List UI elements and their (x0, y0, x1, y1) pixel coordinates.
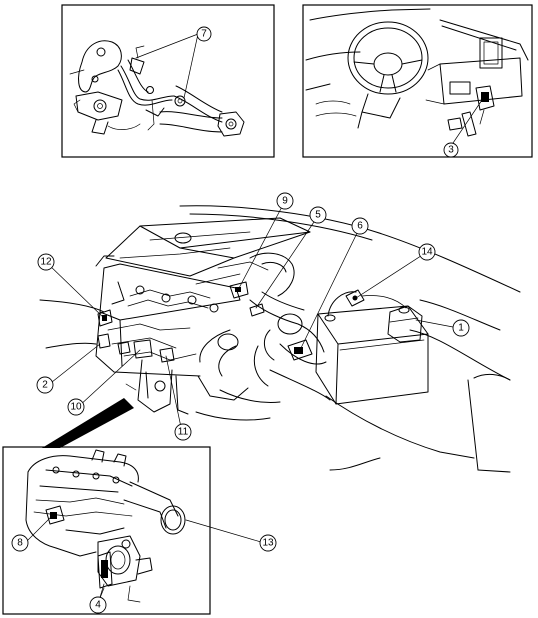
callout-label: 14 (421, 247, 433, 258)
engine-bay-drawing (39, 205, 521, 473)
callout-label: 6 (357, 221, 363, 232)
callout-label: 9 (282, 196, 288, 207)
callout-label: 12 (40, 257, 52, 268)
callout-label: 3 (448, 145, 454, 156)
callout-label: 5 (315, 210, 321, 221)
callout-label: 8 (17, 538, 23, 549)
callout-label: 4 (95, 600, 101, 611)
callout-10: 10 (67, 398, 85, 416)
callout-11: 11 (174, 423, 192, 441)
callout-2: 2 (36, 376, 54, 394)
detail-pointer-arrow (42, 398, 134, 448)
callout-label: 13 (262, 538, 274, 549)
callout-7: 7 (196, 26, 212, 42)
callout-3: 3 (443, 142, 459, 158)
callout-14: 14 (418, 243, 436, 261)
callout-1: 1 (452, 319, 470, 337)
callout-label: 2 (42, 380, 48, 391)
inset-wiring-detail (61, 4, 275, 158)
leader-lines (25, 200, 454, 605)
callout-label: 11 (178, 427, 189, 438)
callout-8: 8 (11, 534, 29, 552)
callout-label: 10 (70, 402, 82, 413)
callout-9: 9 (276, 192, 294, 210)
callout-label: 7 (201, 29, 207, 40)
callout-label: 1 (458, 323, 464, 334)
callout-12: 12 (37, 253, 55, 271)
inset-intake-detail (2, 446, 211, 615)
callout-5: 5 (309, 206, 327, 224)
callout-13: 13 (259, 534, 277, 552)
callout-4: 4 (89, 596, 107, 614)
inset-cabin-detail (302, 4, 533, 158)
callout-6: 6 (351, 217, 369, 235)
